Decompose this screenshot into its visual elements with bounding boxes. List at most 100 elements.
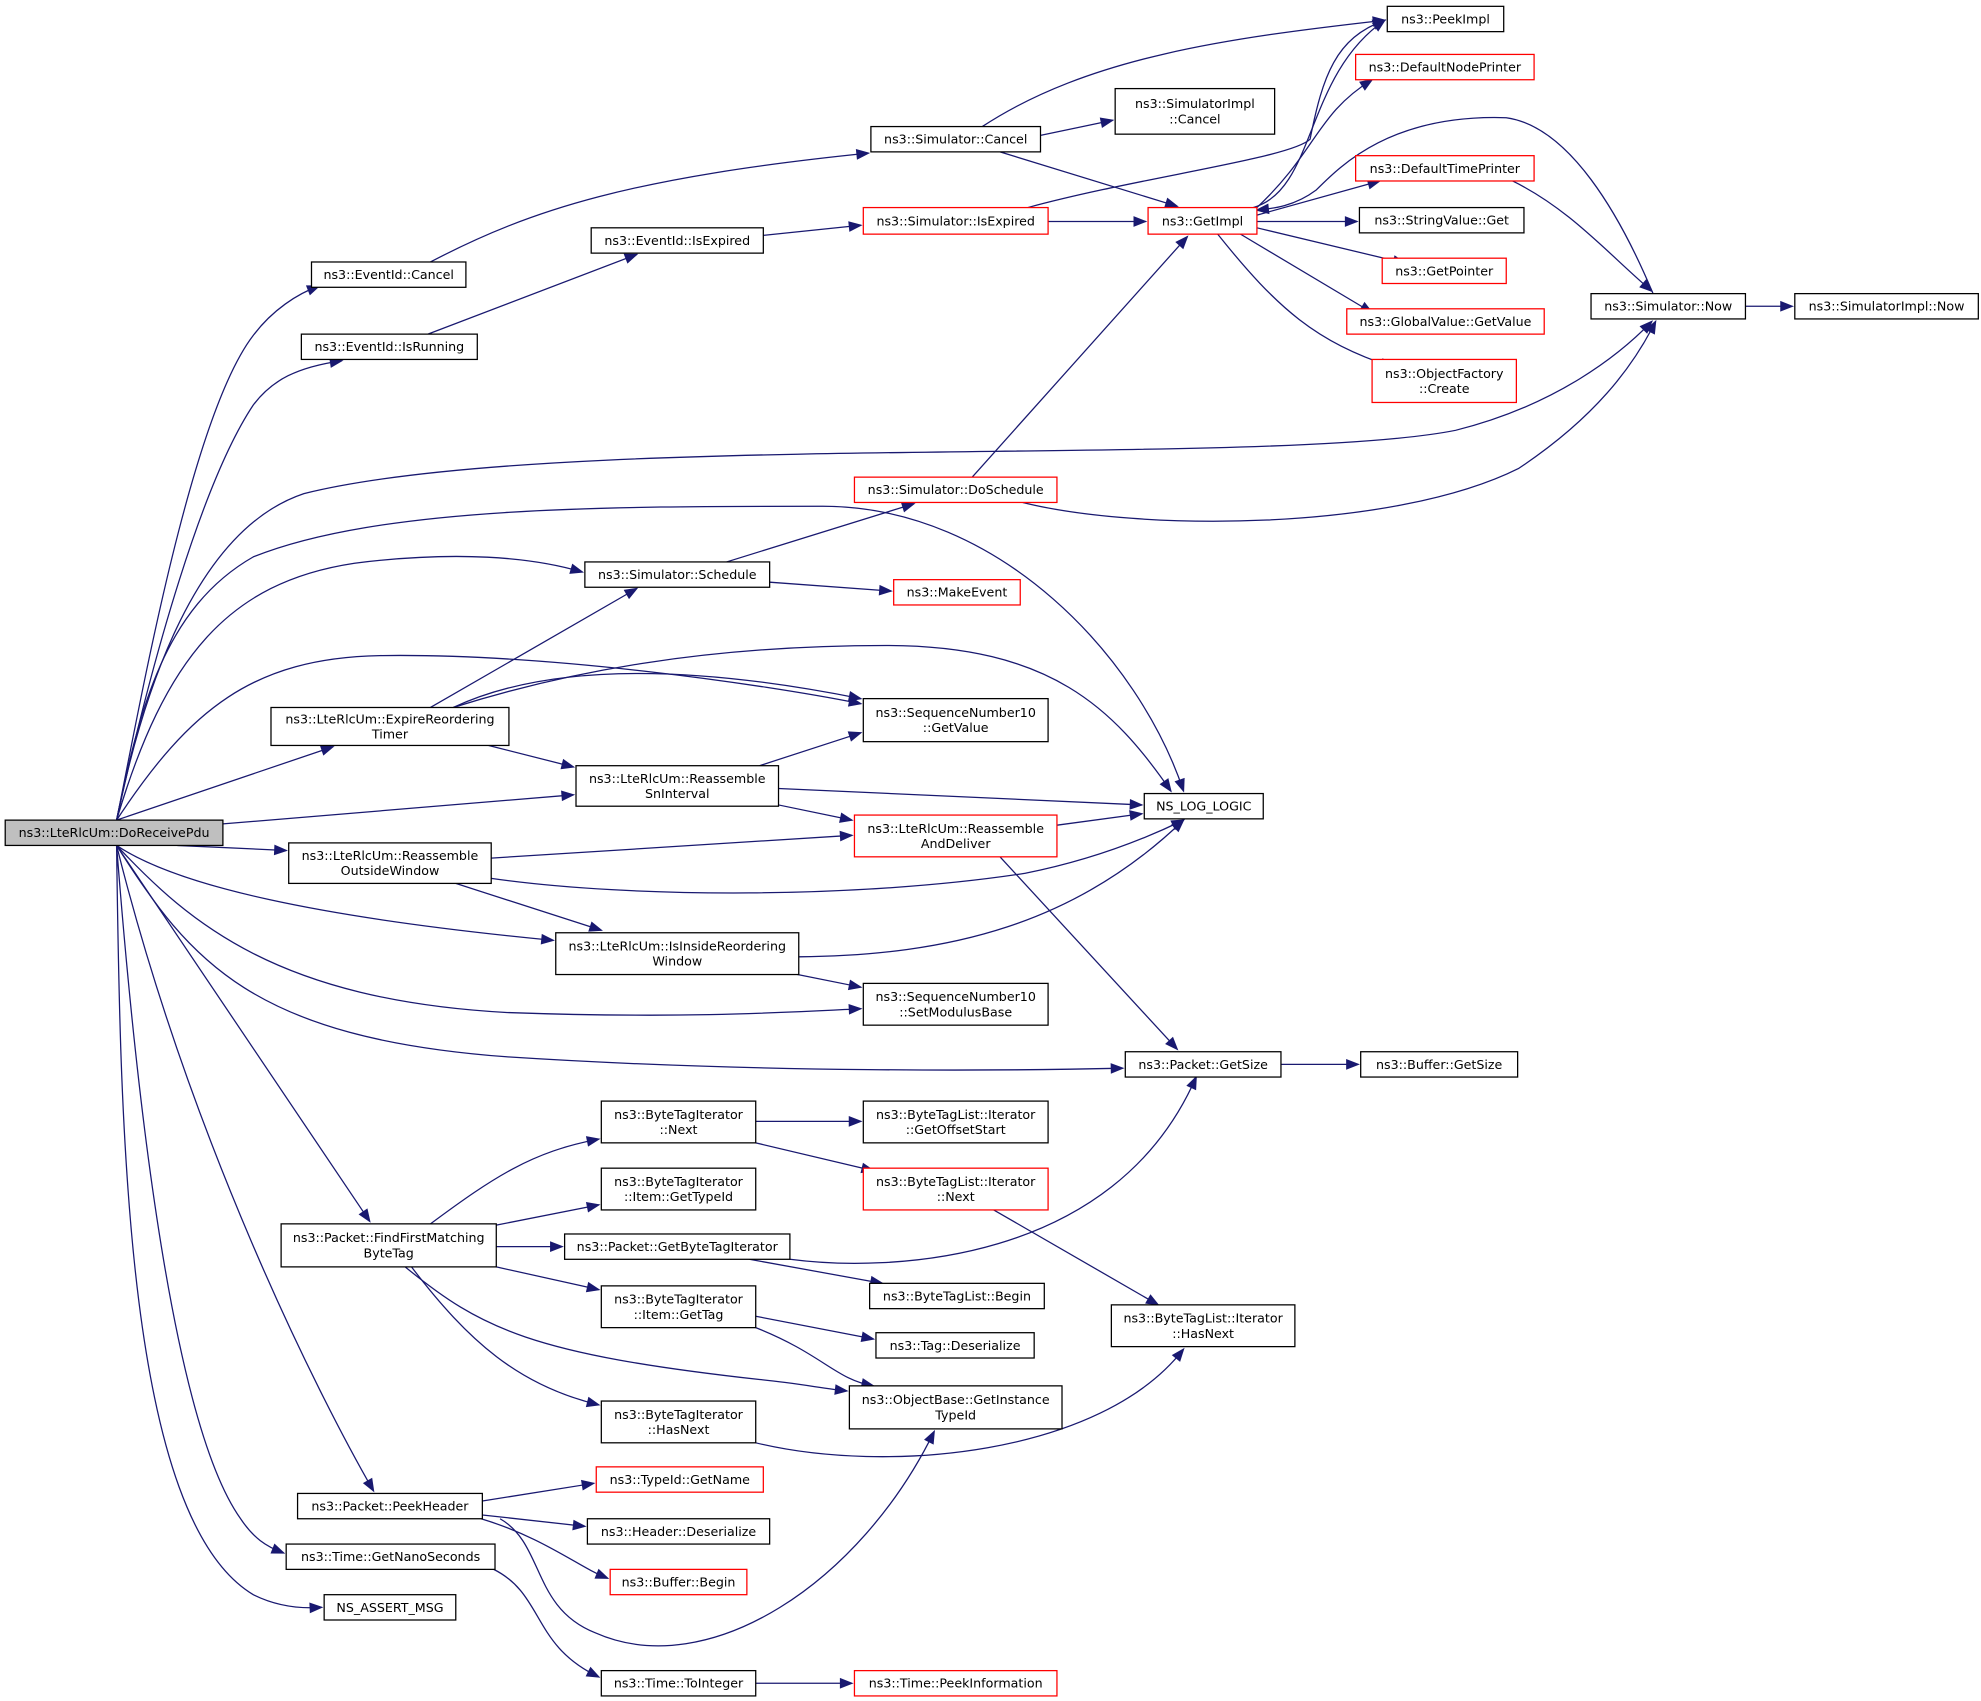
node-box	[1147, 206, 1258, 235]
node-label: ns3::PeekImpl	[1401, 11, 1490, 26]
arrowhead-icon	[362, 1477, 375, 1493]
node-buffer-begin[interactable]: ns3::Buffer::Begin	[609, 1568, 748, 1596]
node-buffer-getsize[interactable]: ns3::Buffer::GetSize	[1360, 1051, 1519, 1078]
node-eventid-isrunning[interactable]: ns3::EventId::IsRunning	[300, 333, 478, 361]
arrowhead-icon	[847, 731, 863, 742]
edge-sim_now-to-simimpl_now	[1745, 300, 1795, 312]
node-time-getnano[interactable]: ns3::Time::GetNanoSeconds	[285, 1543, 496, 1571]
node-seq-getvalue[interactable]: ns3::SequenceNumber10::GetValue	[862, 697, 1049, 743]
node-box	[870, 125, 1042, 153]
edge-packet_peekheader-to-buffer_begin	[480, 1518, 610, 1579]
node-packet-getbti[interactable]: ns3::Packet::GetByteTagIterator	[563, 1233, 791, 1260]
node-label: ns3::LteRlcUm::Reassemble	[302, 848, 479, 863]
node-box	[4, 819, 224, 847]
node-label: ns3::ByteTagIterator	[614, 1107, 744, 1122]
edge-root-to-expire_reorder	[116, 745, 335, 821]
node-eventid-cancel[interactable]: ns3::EventId::Cancel	[310, 261, 467, 288]
node-sim-isexpired[interactable]: ns3::Simulator::IsExpired	[862, 206, 1049, 235]
node-getimpl[interactable]: ns3::GetImpl	[1147, 206, 1258, 235]
edge-packet_peekheader-to-objbase_getinst	[499, 1429, 935, 1647]
node-btl-it-hasnext[interactable]: ns3::ByteTagList::Iterator::HasNext	[1110, 1304, 1296, 1348]
node-btl-begin[interactable]: ns3::ByteTagList::Begin	[869, 1282, 1045, 1310]
node-label: ns3::ObjectFactory	[1385, 366, 1504, 381]
edge-line	[755, 1315, 874, 1340]
node-box	[584, 561, 771, 588]
node-eventid-isexpired[interactable]: ns3::EventId::IsExpired	[590, 227, 764, 254]
arrowhead-icon	[839, 830, 854, 842]
node-ns-assert-msg[interactable]: NS_ASSERT_MSG	[323, 1594, 457, 1621]
node-label: ns3::GetPointer	[1395, 263, 1494, 278]
node-sim-now[interactable]: ns3::Simulator::Now	[1590, 292, 1747, 320]
node-box	[288, 842, 492, 885]
node-packet-getsize[interactable]: ns3::Packet::GetSize	[1124, 1051, 1282, 1078]
node-bti-item-gettag[interactable]: ns3::ByteTagIterator::Item::GetTag	[600, 1285, 757, 1329]
edge-sim_cancel-to-simimpl_cancel	[1040, 117, 1115, 137]
node-bti-item-gettypeid[interactable]: ns3::ByteTagIterator::Item::GetTypeId	[600, 1167, 757, 1211]
node-btl-it-getoffset[interactable]: ns3::ByteTagList::Iterator::GetOffsetSta…	[862, 1100, 1049, 1144]
node-bti-hasnext[interactable]: ns3::ByteTagIterator::HasNext	[600, 1400, 757, 1444]
node-getpointer[interactable]: ns3::GetPointer	[1381, 257, 1507, 285]
node-sim-schedule[interactable]: ns3::Simulator::Schedule	[584, 561, 771, 588]
node-box	[853, 814, 1058, 858]
node-box	[310, 261, 467, 288]
node-time-peekinfo[interactable]: ns3::Time::PeekInformation	[853, 1669, 1058, 1697]
node-seq-setmodulus[interactable]: ns3::SequenceNumber10::SetModulusBase	[862, 982, 1049, 1026]
node-makeevent[interactable]: ns3::MakeEvent	[893, 579, 1021, 606]
node-label: ns3::Simulator::Schedule	[598, 567, 757, 582]
arrowhead-icon	[1780, 300, 1795, 312]
node-label: ::Item::GetTypeId	[624, 1189, 733, 1204]
node-box	[869, 1282, 1045, 1310]
node-label: ::Cancel	[1169, 111, 1220, 126]
node-tag-deserialize[interactable]: ns3::Tag::Deserialize	[875, 1332, 1035, 1359]
edge-getimpl-to-globalvalue_getvalue	[1240, 233, 1374, 314]
node-label: ns3::Packet::GetByteTagIterator	[577, 1239, 779, 1254]
node-peekimpl[interactable]: ns3::PeekImpl	[1386, 5, 1505, 33]
node-label: ns3::SequenceNumber10	[876, 705, 1036, 720]
node-label: ns3::GlobalValue::GetValue	[1360, 314, 1532, 329]
node-sim-cancel[interactable]: ns3::Simulator::Cancel	[870, 125, 1042, 153]
node-ns-log-logic[interactable]: NS_LOG_LOGIC	[1143, 792, 1264, 820]
edge-line	[763, 224, 861, 237]
node-globalvalue-getvalue[interactable]: ns3::GlobalValue::GetValue	[1346, 308, 1545, 335]
node-time-tointeger[interactable]: ns3::Time::ToInteger	[600, 1669, 757, 1697]
arrowhead-icon	[561, 790, 576, 802]
node-root[interactable]: ns3::LteRlcUm::DoReceivePdu	[4, 819, 224, 847]
edge-bti_item_gettag-to-objbase_getinst	[755, 1327, 876, 1389]
edge-line	[755, 1142, 874, 1172]
node-objectfactory-create[interactable]: ns3::ObjectFactory::Create	[1371, 358, 1517, 404]
node-box	[1794, 292, 1979, 320]
edge-line	[404, 1266, 847, 1392]
node-header-deserialize[interactable]: ns3::Header::Deserialize	[586, 1518, 771, 1545]
edge-line	[1217, 233, 1393, 368]
node-simimpl-cancel[interactable]: ns3::SimulatorImpl::Cancel	[1114, 87, 1276, 135]
edge-packet_peekheader-to-header_deserialize	[482, 1514, 587, 1531]
node-label: ::Item::GetTag	[634, 1307, 724, 1322]
arrowhead-icon	[1133, 216, 1148, 227]
node-defaultnodeprinter[interactable]: ns3::DefaultNodePrinter	[1355, 53, 1535, 81]
edge-reassemble_sn-to-reassemble_deliver	[778, 804, 854, 823]
node-simimpl-now[interactable]: ns3::SimulatorImpl::Now	[1794, 292, 1979, 320]
edge-reassemble_sn-to-seq_getvalue	[759, 731, 863, 767]
node-typeid-getname[interactable]: ns3::TypeId::GetName	[595, 1466, 764, 1493]
edge-reassemble_deliver-to-ns_log_logic	[1056, 810, 1144, 826]
node-sim-doschedule[interactable]: ns3::Simulator::DoSchedule	[853, 476, 1058, 504]
node-bti-next[interactable]: ns3::ByteTagIterator::Next	[600, 1100, 757, 1144]
edge-line	[455, 882, 602, 931]
node-btl-it-next[interactable]: ns3::ByteTagList::Iterator::Next	[862, 1167, 1049, 1211]
edge-line	[993, 1209, 1159, 1306]
node-defaulttimeprinter[interactable]: ns3::DefaultTimePrinter	[1355, 155, 1535, 182]
edge-sim_now-to-getimpl	[1255, 117, 1654, 294]
node-packet-peekheader[interactable]: ns3::Packet::PeekHeader	[296, 1492, 483, 1520]
arrowhead-icon	[1255, 203, 1270, 215]
edge-line	[222, 794, 574, 825]
arrowhead-icon	[569, 563, 585, 574]
node-label: ns3::ByteTagList::Iterator	[876, 1107, 1036, 1122]
node-stringvalue-get[interactable]: ns3::StringValue::Get	[1358, 206, 1525, 234]
